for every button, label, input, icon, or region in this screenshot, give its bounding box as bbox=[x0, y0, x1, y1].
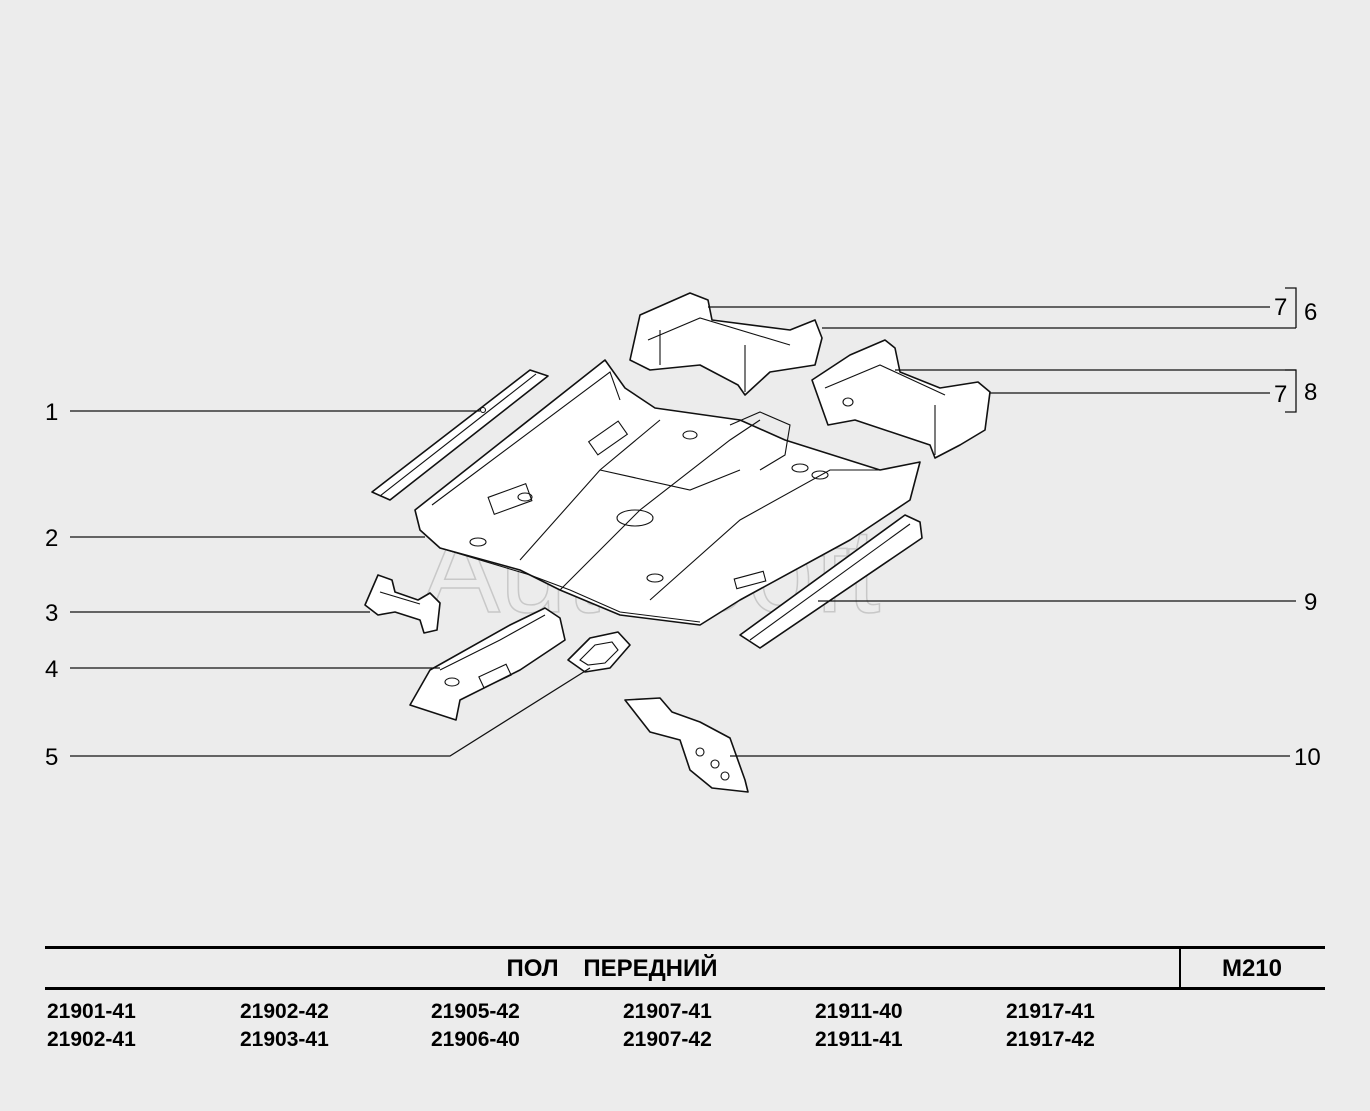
part-3-bracket bbox=[364, 574, 441, 634]
callout-2: 2 bbox=[45, 525, 58, 552]
model-code: 21917-41 bbox=[1006, 1000, 1095, 1023]
model-code: 21902-41 bbox=[47, 1028, 136, 1051]
model-code: 21901-41 bbox=[47, 1000, 136, 1023]
part-6-cross-member-front bbox=[629, 292, 823, 396]
callout-9: 9 bbox=[1304, 589, 1317, 616]
model-code: 21917-42 bbox=[1006, 1028, 1095, 1051]
callout-10: 10 bbox=[1294, 744, 1321, 771]
diagram-code: M210 bbox=[1221, 955, 1283, 982]
parts-diagram: AutoSoft bbox=[45, 287, 1321, 793]
part-2-front-floor-panel bbox=[414, 359, 921, 626]
part-9-sill-reinforcement-right bbox=[739, 514, 923, 649]
leader-lines bbox=[70, 287, 1297, 757]
callout-6: 6 bbox=[1304, 299, 1317, 326]
callout-8: 8 bbox=[1304, 379, 1317, 406]
title-block: ПОЛ ПЕРЕДНИЙ M210 bbox=[45, 946, 1325, 990]
model-code: 21911-40 bbox=[815, 1000, 903, 1023]
model-code: 21905-42 bbox=[431, 1000, 520, 1023]
model-list: 21901-41 21902-42 21905-42 21907-41 2191… bbox=[47, 1000, 1317, 1052]
callout-1: 1 bbox=[45, 399, 58, 426]
callout-7-upper: 7 bbox=[1274, 294, 1287, 321]
model-code: 21902-42 bbox=[240, 1000, 329, 1023]
callout-4: 4 bbox=[45, 656, 58, 683]
callout-7-lower: 7 bbox=[1274, 381, 1287, 408]
model-code: 21903-41 bbox=[240, 1028, 329, 1051]
page-title: ПОЛ ПЕРЕДНИЙ bbox=[45, 949, 1181, 987]
part-4-tunnel-reinforcement bbox=[409, 607, 566, 721]
model-code: 21907-42 bbox=[623, 1028, 712, 1051]
part-10-small-bracket bbox=[624, 697, 749, 793]
model-code: 21911-41 bbox=[815, 1028, 903, 1051]
model-code: 21907-41 bbox=[623, 1000, 712, 1023]
callout-3: 3 bbox=[45, 600, 58, 627]
model-code: 21906-40 bbox=[431, 1028, 520, 1051]
callout-5: 5 bbox=[45, 744, 58, 771]
part-5-gasket-plate bbox=[567, 631, 631, 673]
part-8-cross-member-rear bbox=[811, 339, 991, 459]
